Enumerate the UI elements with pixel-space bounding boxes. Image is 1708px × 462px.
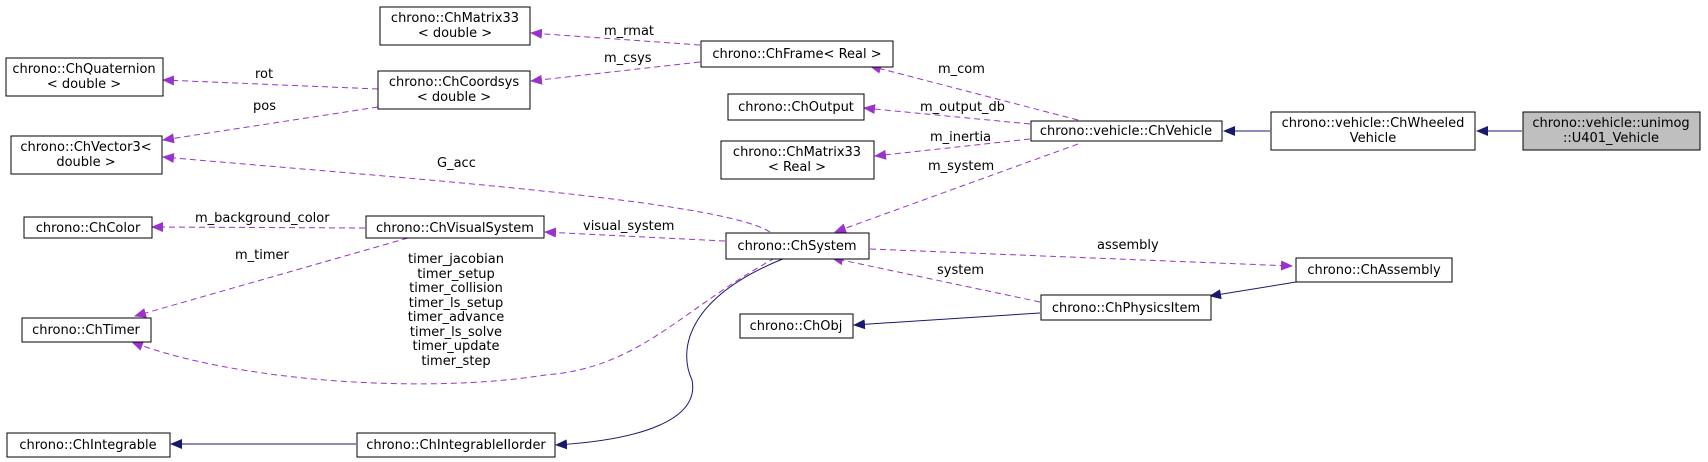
svg-text:< double >: < double > [417,90,491,105]
svg-text:timer_step: timer_step [421,354,490,369]
svg-text:timer_ls_solve: timer_ls_solve [410,325,502,340]
edge-chframe-to-chcoordsys [530,61,701,85]
edge-chassembly-to-chphysicsitem [1209,281,1297,300]
edge-chvehicle-to-chsystem [834,143,1079,233]
edge-label-m-output-db: m_output_db [920,100,1005,115]
node-chvisualsystem[interactable]: chrono::ChVisualSystem [365,215,545,239]
edge-chvisualsystem-to-chcolor [151,222,366,233]
node-chintegrableiiorder[interactable]: chrono::ChIntegrableIIorder [356,432,556,458]
svg-text:timer_advance: timer_advance [408,310,504,325]
node-chframe[interactable]: chrono::ChFrame< Real > [700,40,894,68]
node-chmatrix33-double[interactable]: chrono::ChMatrix33 < double > [379,6,531,46]
edge-label-m-rmat: m_rmat [604,24,654,39]
svg-text:chrono::ChMatrix33: chrono::ChMatrix33 [733,145,861,160]
node-chwheeledvehicle[interactable]: chrono::vehicle::ChWheeled Vehicle [1270,111,1476,151]
node-chquaternion[interactable]: chrono::ChQuaternion < double > [5,57,164,97]
node-u401-vehicle[interactable]: chrono::vehicle::unimog ::U401_Vehicle [1522,111,1701,151]
edge-label-m-system: m_system [928,159,994,174]
edge-label-timers: timer_jacobian timer_setup timer_collisi… [408,252,504,369]
svg-text:chrono::vehicle::ChVehicle: chrono::vehicle::ChVehicle [1040,124,1212,139]
svg-text:timer_ls_setup: timer_ls_setup [409,296,503,311]
edge-label-pos: pos [253,99,276,114]
edge-label-assembly: assembly [1097,238,1159,253]
edge-chphysicsitem-to-chobj [853,312,1041,330]
edge-chcoordsys-to-chquaternion [162,75,379,90]
edge-label-m-background-color: m_background_color [195,211,330,226]
svg-text:chrono::ChPhysicsItem: chrono::ChPhysicsItem [1052,301,1200,316]
svg-text:timer_collision: timer_collision [409,281,503,296]
edge-chvehicle-to-chmatrix33-real [874,138,1031,160]
edge-label-m-com: m_com [938,62,985,77]
edge-label-m-csys: m_csys [604,51,652,66]
svg-text:chrono::ChCoordsys: chrono::ChCoordsys [389,75,519,90]
svg-text:chrono::ChOutput: chrono::ChOutput [738,100,854,115]
node-chvehicle[interactable]: chrono::vehicle::ChVehicle [1030,120,1223,142]
svg-text:chrono::vehicle::ChWheeled: chrono::vehicle::ChWheeled [1282,116,1465,131]
node-chmatrix33-real[interactable]: chrono::ChMatrix33 < Real > [720,140,875,180]
svg-text:timer_jacobian: timer_jacobian [408,252,504,267]
svg-text:chrono::ChIntegrable: chrono::ChIntegrable [19,438,156,453]
edge-label-rot: rot [255,67,273,82]
edge-chsystem-to-chvisualsystem [544,227,726,242]
edge-label-m-inertia: m_inertia [930,130,991,145]
node-choutput[interactable]: chrono::ChOutput [727,93,865,121]
edge-chsystem-to-chintegrableiiorder [555,257,786,450]
node-chassembly[interactable]: chrono::ChAssembly [1295,257,1453,283]
edge-chphysicsitem-to-chsystem [831,255,1041,303]
svg-text:< double >: < double > [418,26,492,41]
svg-text:chrono::ChSystem: chrono::ChSystem [737,239,856,254]
node-chvector3[interactable]: chrono::ChVector3< double > [10,135,163,175]
svg-text:chrono::ChAssembly: chrono::ChAssembly [1307,263,1441,278]
edge-label-visual-system: visual_system [583,219,674,234]
svg-text:timer_update: timer_update [412,339,499,354]
svg-text:chrono::ChMatrix33: chrono::ChMatrix33 [391,11,519,26]
svg-text:double >: double > [56,155,115,170]
node-chsystem[interactable]: chrono::ChSystem [725,232,870,260]
node-chtimer[interactable]: chrono::ChTimer [21,317,152,343]
svg-text:::U401_Vehicle: ::U401_Vehicle [1563,131,1659,146]
edge-chsystem-to-chtimer [131,257,776,385]
edge-label-system: system [937,263,984,278]
svg-text:< double >: < double > [47,77,121,92]
edge-chvehicle-to-choutput [863,104,1031,125]
svg-text:chrono::ChTimer: chrono::ChTimer [32,323,140,338]
svg-text:Vehicle: Vehicle [1350,131,1397,146]
svg-text:timer_setup: timer_setup [417,267,495,282]
svg-text:chrono::ChVisualSystem: chrono::ChVisualSystem [376,221,534,236]
svg-text:chrono::ChFrame< Real >: chrono::ChFrame< Real > [712,47,881,62]
edge-chframe-to-chmatrix33-double [530,28,701,46]
edge-chvisualsystem-to-chtimer [134,237,409,318]
edge-chsystem-to-chassembly [869,248,1293,271]
edge-label-g-acc: G_acc [437,156,476,171]
edge-chcoordsys-to-chvector3 [162,106,379,144]
node-chobj[interactable]: chrono::ChObj [739,313,854,339]
svg-text:chrono::ChVector3<: chrono::ChVector3< [20,140,151,155]
node-chcoordsys[interactable]: chrono::ChCoordsys < double > [377,70,531,110]
edge-chvehicle-to-chframe [869,63,1079,121]
node-chphysicsitem[interactable]: chrono::ChPhysicsItem [1040,294,1212,321]
node-chcolor[interactable]: chrono::ChColor [23,216,153,239]
edge-label-m-timer: m_timer [235,248,290,263]
node-chintegrable[interactable]: chrono::ChIntegrable [6,432,171,458]
svg-text:chrono::ChQuaternion: chrono::ChQuaternion [12,62,155,77]
svg-text:chrono::vehicle::unimog: chrono::vehicle::unimog [1532,116,1689,131]
svg-text:< Real >: < Real > [768,160,826,175]
svg-text:chrono::ChObj: chrono::ChObj [750,319,843,334]
svg-text:chrono::ChColor: chrono::ChColor [36,221,141,236]
svg-text:chrono::ChIntegrableIIorder: chrono::ChIntegrableIIorder [366,438,546,453]
